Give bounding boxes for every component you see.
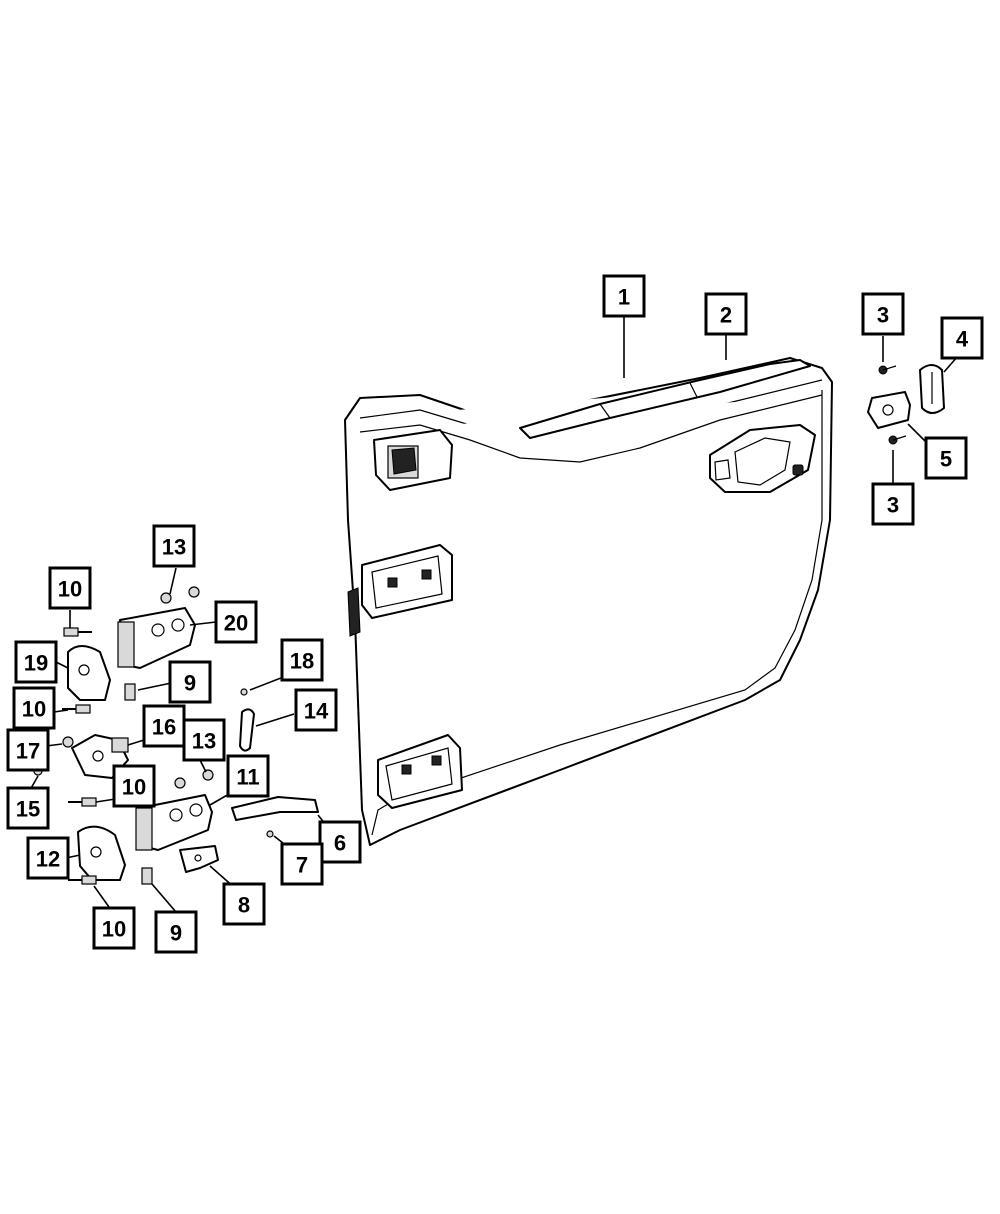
callout-19: 19 — [14, 640, 58, 684]
door-strap — [231, 796, 319, 821]
callout-3-lower: 3 — [871, 482, 915, 526]
callout-10-c: 10 — [112, 764, 156, 808]
strap-bracket — [179, 845, 219, 873]
svg-text:10: 10 — [58, 577, 82, 602]
callout-3-upper: 3 — [861, 292, 905, 336]
svg-text:17: 17 — [16, 739, 40, 764]
svg-text:4: 4 — [956, 327, 969, 352]
callout-13-upper: 13 — [152, 524, 196, 568]
callout-14: 14 — [294, 688, 338, 732]
callout-9-upper: 9 — [168, 660, 212, 704]
svg-text:3: 3 — [877, 303, 889, 328]
svg-text:2: 2 — [720, 303, 732, 328]
svg-text:5: 5 — [940, 447, 952, 472]
callout-6: 6 — [318, 820, 362, 864]
callout-5: 5 — [924, 436, 968, 480]
check-link — [239, 708, 255, 752]
callout-10-a: 10 — [48, 566, 92, 610]
svg-text:8: 8 — [238, 893, 250, 918]
svg-text:10: 10 — [22, 697, 46, 722]
hinge-leaf-lower — [77, 825, 126, 881]
callout-20: 20 — [214, 600, 258, 644]
callout-8: 8 — [222, 882, 266, 926]
callout-4: 4 — [940, 316, 984, 360]
svg-text:6: 6 — [334, 831, 346, 856]
svg-text:12: 12 — [36, 847, 60, 872]
svg-text:20: 20 — [224, 611, 248, 636]
svg-text:10: 10 — [122, 775, 146, 800]
upper-hinge — [117, 607, 196, 669]
callout-15: 15 — [6, 786, 50, 830]
callout-16: 16 — [142, 704, 186, 748]
screw-3-upper — [878, 365, 897, 375]
svg-text:13: 13 — [192, 729, 216, 754]
screw-3-lower — [888, 435, 907, 445]
svg-text:11: 11 — [236, 765, 259, 790]
svg-text:13: 13 — [162, 535, 186, 560]
striker-assembly — [867, 364, 945, 429]
door-shell — [344, 357, 833, 846]
svg-text:15: 15 — [16, 797, 40, 822]
svg-text:9: 9 — [184, 671, 196, 696]
callout-2: 2 — [704, 292, 748, 336]
callout-12: 12 — [26, 836, 70, 880]
callout-9-lower: 9 — [154, 910, 198, 954]
svg-text:16: 16 — [152, 715, 176, 740]
lower-hinge — [135, 794, 213, 851]
svg-text:3: 3 — [887, 493, 899, 518]
callout-10-d: 10 — [92, 906, 136, 950]
callout-11: 11 — [226, 754, 270, 798]
callout-10-b: 10 — [12, 686, 56, 730]
callout-13-lower: 13 — [182, 718, 226, 762]
svg-text:1: 1 — [618, 285, 630, 310]
hinge-leaf-upper — [67, 645, 111, 701]
svg-text:18: 18 — [290, 649, 314, 674]
svg-text:9: 9 — [170, 921, 182, 946]
svg-text:10: 10 — [102, 917, 126, 942]
callout-17: 17 — [6, 728, 50, 772]
callout-18: 18 — [280, 638, 324, 682]
svg-text:19: 19 — [24, 651, 48, 676]
callout-1: 1 — [602, 274, 646, 318]
callout-7: 7 — [280, 842, 324, 886]
svg-text:14: 14 — [304, 699, 329, 724]
svg-text:7: 7 — [296, 853, 308, 878]
